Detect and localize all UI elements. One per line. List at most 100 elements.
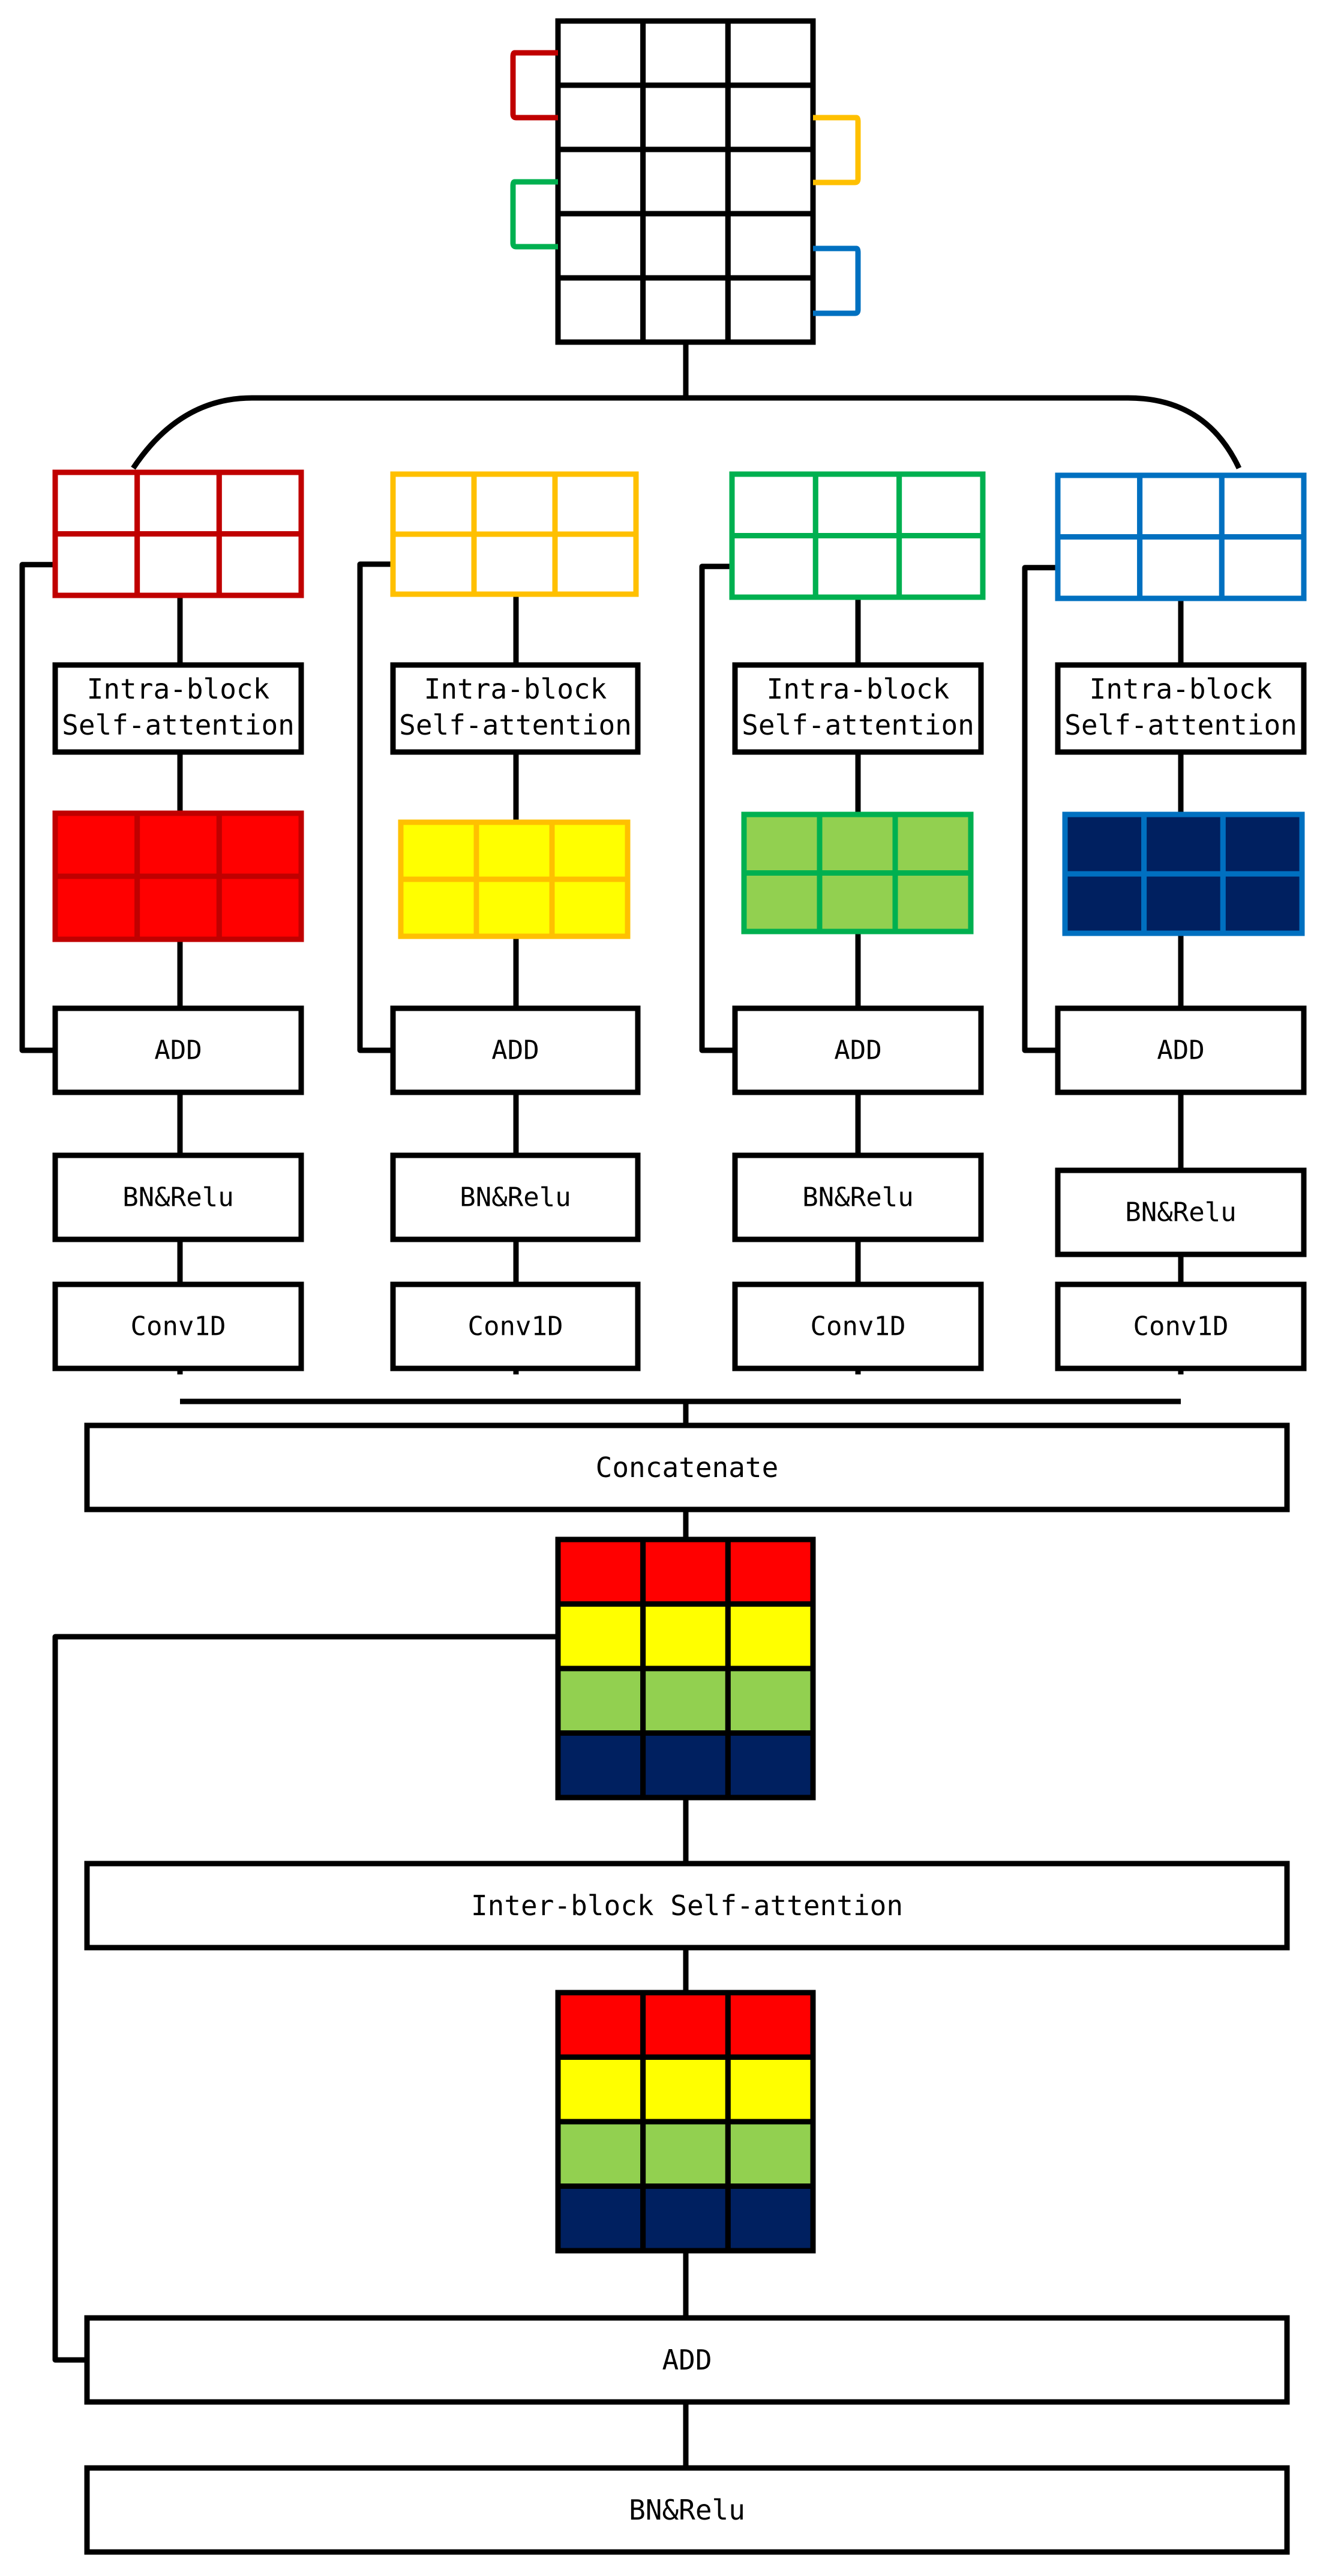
block-attended-grid-cell — [473, 819, 555, 882]
conv1d-box: Conv1D — [732, 1281, 984, 1371]
concatenated-grid — [555, 1536, 816, 1801]
conv1d-label: Conv1D — [468, 1311, 563, 1342]
concatenated-grid-cell — [640, 1536, 731, 1607]
block-input-grid-cell — [552, 471, 639, 537]
conv1d-label: Conv1D — [811, 1311, 906, 1342]
attended-grid-cell — [725, 2119, 816, 2189]
block-attended-grid-cell — [892, 870, 974, 934]
block-attended-grid-cell — [549, 876, 631, 939]
attended-grid-cell — [725, 1990, 816, 2060]
attended-grid-cell — [640, 2183, 731, 2254]
conv1d-box: Conv1D — [1055, 1281, 1307, 1371]
concatenate-label: Concatenate — [596, 1451, 779, 1484]
block-input-grid-cell — [1055, 472, 1143, 540]
block-input-grid — [1055, 472, 1307, 601]
block-attended-grid-cell — [1141, 871, 1226, 936]
concatenated-grid-cell — [725, 1536, 816, 1607]
attended-grid-cell — [725, 2054, 816, 2125]
block-attended-grid-cell — [473, 876, 555, 939]
block-input-grid-cell — [1055, 534, 1143, 601]
final-bn-relu-box: BN&Relu — [84, 2465, 1290, 2555]
add-label: ADD — [834, 1035, 881, 1066]
input-grid-cell — [725, 82, 816, 152]
block-attended-grid-cell — [398, 876, 479, 939]
block-input-grid-cell — [896, 471, 986, 538]
block-attended-grid-cell — [216, 873, 304, 942]
add-label: ADD — [491, 1035, 539, 1066]
block-input-grid-cell — [896, 533, 986, 600]
bn-relu-box: BN&Relu — [1055, 1167, 1307, 1257]
add-box: ADD — [1055, 1005, 1307, 1095]
branch-residual-line — [19, 562, 55, 1053]
final-add-box: ADD — [84, 2315, 1290, 2405]
attention-label-line1: Intra-block — [1090, 673, 1273, 705]
block-attended-grid — [1062, 811, 1305, 936]
block-attended-grid-cell — [741, 870, 823, 934]
inter-block-self-attention-box: Inter-block Self-attention — [84, 1861, 1290, 1951]
input-grid-cell — [640, 18, 731, 88]
blue-group-bracket — [813, 245, 861, 316]
bn-relu-box: BN&Relu — [52, 1152, 304, 1242]
block-attended-grid-cell — [398, 819, 479, 882]
block-attended-grid — [52, 810, 304, 942]
input-grid — [555, 18, 816, 345]
concatenated-grid-cell — [725, 1730, 816, 1801]
attention-label-line1: Intra-block — [87, 673, 270, 705]
input-grid-cell — [640, 211, 731, 281]
block-input-grid-cell — [216, 531, 304, 598]
block-input-grid-cell — [1219, 534, 1307, 601]
input-grid-cell — [640, 82, 731, 152]
block-input-grid — [52, 469, 304, 598]
row-group-brackets — [510, 50, 861, 316]
input-grid-cell — [555, 82, 646, 152]
block-attended-grid-cell — [216, 810, 304, 879]
concatenated-grid-cell — [555, 1666, 646, 1736]
bn-relu-label: BN&Relu — [1125, 1197, 1236, 1228]
concatenate-box: Concatenate — [84, 1422, 1290, 1512]
block-input-grid-cell — [471, 471, 558, 537]
input-grid-cell — [725, 18, 816, 88]
attention-label-line2: Self-attention — [399, 709, 632, 741]
yellow-group-bracket — [813, 115, 861, 185]
block-input-grid-cell — [390, 531, 477, 597]
concatenated-grid-cell — [725, 1601, 816, 1672]
block-input-grid-cell — [134, 531, 222, 598]
attended-feature-grid — [555, 1990, 816, 2254]
block-input-grid — [729, 471, 986, 600]
block-input-grid-cell — [729, 533, 818, 600]
block-attended-grid-cell — [741, 811, 823, 876]
attention-label-line2: Self-attention — [1064, 709, 1297, 741]
block-input-grid-cell — [471, 531, 558, 597]
block-attended-grid-cell — [1062, 811, 1147, 877]
concatenated-grid-cell — [555, 1536, 646, 1607]
block-attended-grid-cell — [134, 873, 222, 942]
branch-yellow: Intra-blockSelf-attentionADDBN&ReluConv1… — [390, 471, 641, 1371]
block-input-grid-cell — [216, 469, 304, 537]
attention-label-line1: Intra-block — [767, 673, 950, 705]
block-input-grid-cell — [390, 471, 477, 537]
final-add-label: ADD — [662, 2344, 712, 2376]
bn-relu-label: BN&Relu — [802, 1182, 913, 1213]
attention-label-line2: Self-attention — [742, 709, 974, 741]
input-grid-cell — [555, 18, 646, 88]
input-grid-cell — [640, 146, 731, 217]
conv1d-label: Conv1D — [131, 1311, 226, 1342]
inter-block-self-attention-label: Inter-block Self-attention — [471, 1889, 903, 1922]
concatenated-grid-cell — [555, 1601, 646, 1672]
branch-residual-line — [1022, 565, 1058, 1053]
input-grid-cell — [725, 146, 816, 217]
attention-label-line2: Self-attention — [62, 709, 295, 741]
concatenated-grid-cell — [725, 1666, 816, 1736]
block-attended-grid — [398, 819, 631, 939]
bn-relu-box: BN&Relu — [732, 1152, 984, 1242]
add-box: ADD — [52, 1005, 304, 1095]
attended-grid-cell — [555, 2183, 646, 2254]
block-attended-grid-cell — [549, 819, 631, 882]
bn-relu-label: BN&Relu — [122, 1182, 233, 1213]
